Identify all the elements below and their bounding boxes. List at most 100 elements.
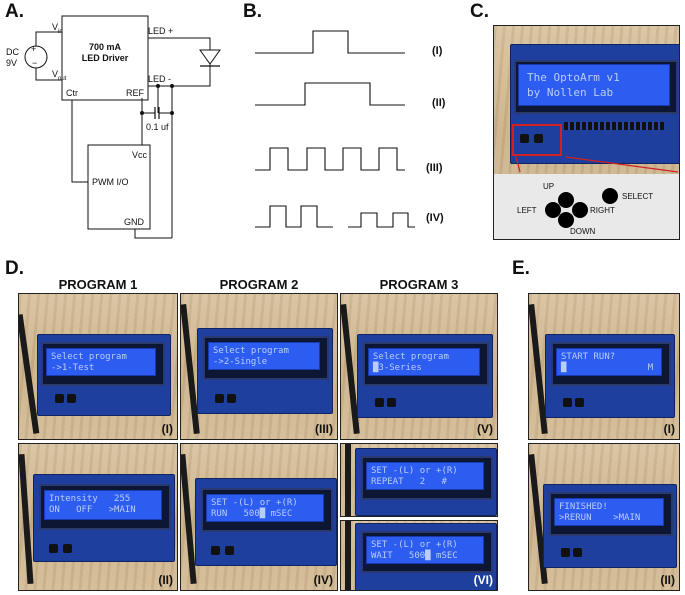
select-label: SELECT [622,192,654,201]
program-3-title: PROGRAM 3 [379,277,459,292]
up-label: UP [543,182,555,191]
lcd-line1: Select program [51,352,127,362]
keypad-diagram: UP LEFT RIGHT DOWN SELECT [494,174,679,239]
photo-p1-select: Select program ->1-Test (I) [18,293,178,440]
lcd-line1: Intensity 255 [49,494,131,504]
panel-label-d: D. [5,258,24,279]
waveform-label-1: (I) [432,45,443,57]
vin-label: V [52,22,58,32]
select-button-icon [602,188,618,204]
left-label: LEFT [517,206,537,215]
down-label: DOWN [570,227,596,236]
label-d-i: (I) [161,422,173,436]
dc-minus-sign: − [32,58,37,68]
vin-subscript: in [58,29,63,35]
lcd-line1: Select program [213,346,289,356]
label-d-iv: (IV) [313,573,333,587]
waveform-label-2: (II) [432,97,446,109]
keypad-highlight-box [512,124,562,156]
label-d-iii: (III) [315,422,333,436]
label-d-vi: (VI) [473,573,493,587]
lcd-line2: █ M [561,363,654,373]
down-button-icon [558,212,574,228]
panel-label-e: E. [512,258,530,279]
lcd-line2: ->2-Single [213,357,268,367]
photo-p3-repeat: SET -(L) or +(R) REPEAT 2 # [340,443,498,517]
label-d-ii: (II) [158,573,173,587]
lcd-line2: █3-Series [373,363,422,373]
panel-label-b: B. [243,1,262,22]
device-photo: The OptoArm v1 by Nollen Lab UP LEFT RIG… [493,25,680,240]
label-e-ii: (II) [660,573,675,587]
startup-lcd-line1: The OptoArm v1 [527,71,620,84]
startup-lcd-screen: The OptoArm v1 by Nollen Lab [518,64,670,106]
lcd-p1-intensity: Intensity 255 ON OFF >MAIN [44,490,162,520]
left-button-icon [545,202,561,218]
photo-p1-intensity: Intensity 255 ON OFF >MAIN (II) [18,443,178,591]
waveform-4 [255,205,333,228]
lcd-line2: WAIT 500█ mSEC [371,551,458,561]
program-2-title: PROGRAM 2 [219,277,299,292]
photo-e-start-run: START RUN? █ M (I) [528,293,680,440]
driver-title-line1: 700 mA [89,42,122,52]
lcd-p3-repeat: SET -(L) or +(R) REPEAT 2 # [366,462,484,490]
photo-p3-wait: SET -(L) or +(R) WAIT 500█ mSEC (VI) [340,520,498,591]
panel-label-c: C. [470,1,489,22]
vout-subscript: out [58,76,67,82]
led-plus-label: LED + [148,26,173,36]
vout-label: V [52,69,58,79]
lcd-e-start-run: START RUN? █ M [556,348,662,376]
led-diode-symbol [199,49,221,65]
waveform-label-4: (IV) [426,212,444,224]
dc-voltage-label: 9V [6,58,17,68]
photo-p3-select: Select program █3-Series (V) [340,293,498,440]
lcd-p3-select: Select program █3-Series [368,348,480,376]
led-driver-box [61,15,149,101]
lcd-e-finished: FINISHED! >RERUN >MAIN [554,498,664,526]
pwm-waveforms [255,30,415,228]
waveform-2 [255,82,405,106]
program-1-title: PROGRAM 1 [58,277,138,292]
circuit-schematic: + − DC 9V 700 mA LED Driver V in V out L… [6,15,221,239]
gnd-label: GND [124,217,145,227]
lcd-line1: START RUN? [561,352,616,362]
pwm-label: PWM I/O [92,177,129,187]
lcd-p2-set-run: SET -(L) or +(R) RUN 500█ mSEC [206,494,324,522]
waveform-1 [255,30,405,54]
lcd-line2: ->1-Test [51,363,95,373]
lcd-line2: RUN 500█ mSEC [211,509,293,519]
lcd-line2: REPEAT 2 # [371,477,447,487]
led-minus-label: LED - [148,74,171,84]
lcd-line2: ON OFF >MAIN [49,505,136,515]
lcd-p1-select: Select program ->1-Test [46,348,156,376]
driver-title-line2: LED Driver [82,53,129,63]
capacitor-label: 0.1 uf [146,122,169,132]
lcd-line1: FINISHED! [559,502,608,512]
label-d-v: (V) [477,422,493,436]
lcd-line1: Select program [373,352,449,362]
photo-e-finished: FINISHED! >RERUN >MAIN (II) [528,443,680,591]
vcc-label: Vcc [132,150,148,160]
waveform-label-3: (III) [426,162,443,174]
right-button-icon [572,202,588,218]
lcd-line1: SET -(L) or +(R) [211,498,298,508]
lcd-line1: SET -(L) or +(R) [371,466,458,476]
startup-lcd-line2: by Nollen Lab [527,86,614,99]
lcd-p2-select: Select program ->2-Single [208,342,320,370]
lcd-line2: >RERUN >MAIN [559,513,641,523]
microcontroller-box [87,144,151,230]
panel-label-a: A. [5,1,24,22]
photo-p2-select: Select program ->2-Single (III) [180,293,338,440]
lcd-p3-wait: SET -(L) or +(R) WAIT 500█ mSEC [366,536,484,564]
dc-plus-sign: + [31,44,36,54]
waveform-3 [255,147,405,171]
waveform-4b [348,212,415,228]
ctr-label: Ctr [66,88,78,98]
ref-label: REF [126,88,145,98]
dc-source-label: DC [6,47,19,57]
photo-p2-set-run: SET -(L) or +(R) RUN 500█ mSEC (IV) [180,443,338,591]
lcd-line1: SET -(L) or +(R) [371,540,458,550]
label-e-i: (I) [663,422,675,436]
right-label: RIGHT [590,206,615,215]
up-button-icon [558,192,574,208]
